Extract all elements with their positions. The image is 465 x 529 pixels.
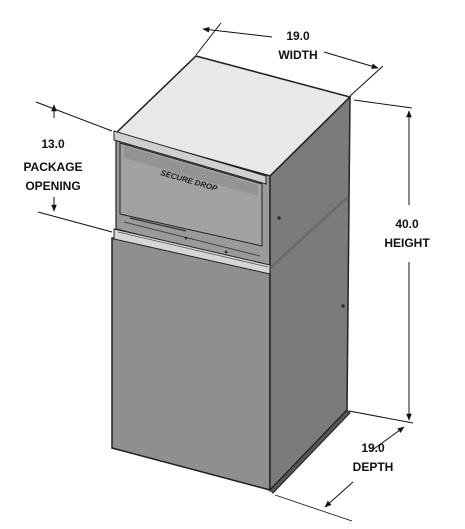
opening-dimension: 13.0 PACKAGE OPENING	[23, 101, 113, 233]
box-base	[269, 409, 351, 494]
box-lower-front	[111, 237, 271, 491]
opening-label-line2: OPENING	[25, 179, 80, 193]
hopper-lip	[113, 130, 267, 185]
depth-label: DEPTH	[353, 460, 394, 474]
hopper-front	[119, 142, 263, 247]
height-value: 40.0	[395, 217, 419, 231]
opening-label-line1: PACKAGE	[23, 160, 82, 174]
hopper-inner-shadow	[124, 146, 258, 196]
hopper-door: SECURE DROP	[113, 130, 271, 275]
width-dimension: 19.0 WIDTH	[195, 22, 384, 97]
side-latch-upper	[277, 216, 281, 220]
depth-dimension: 19.0 DEPTH	[274, 426, 405, 522]
depth-arrow-up	[370, 426, 405, 452]
side-latch-lower	[341, 304, 345, 308]
width-label: WIDTH	[278, 48, 317, 62]
parcel-box: SECURE DROP	[111, 55, 352, 494]
depth-arrow-down	[324, 481, 354, 508]
width-arrow-right	[323, 51, 379, 69]
height-label: HEIGHT	[384, 236, 430, 250]
width-value: 19.0	[286, 29, 310, 43]
height-dimension: 40.0 HEIGHT	[348, 99, 430, 424]
depth-value: 19.0	[361, 441, 385, 455]
width-arrow-left	[202, 26, 273, 38]
opening-value: 13.0	[41, 137, 65, 151]
